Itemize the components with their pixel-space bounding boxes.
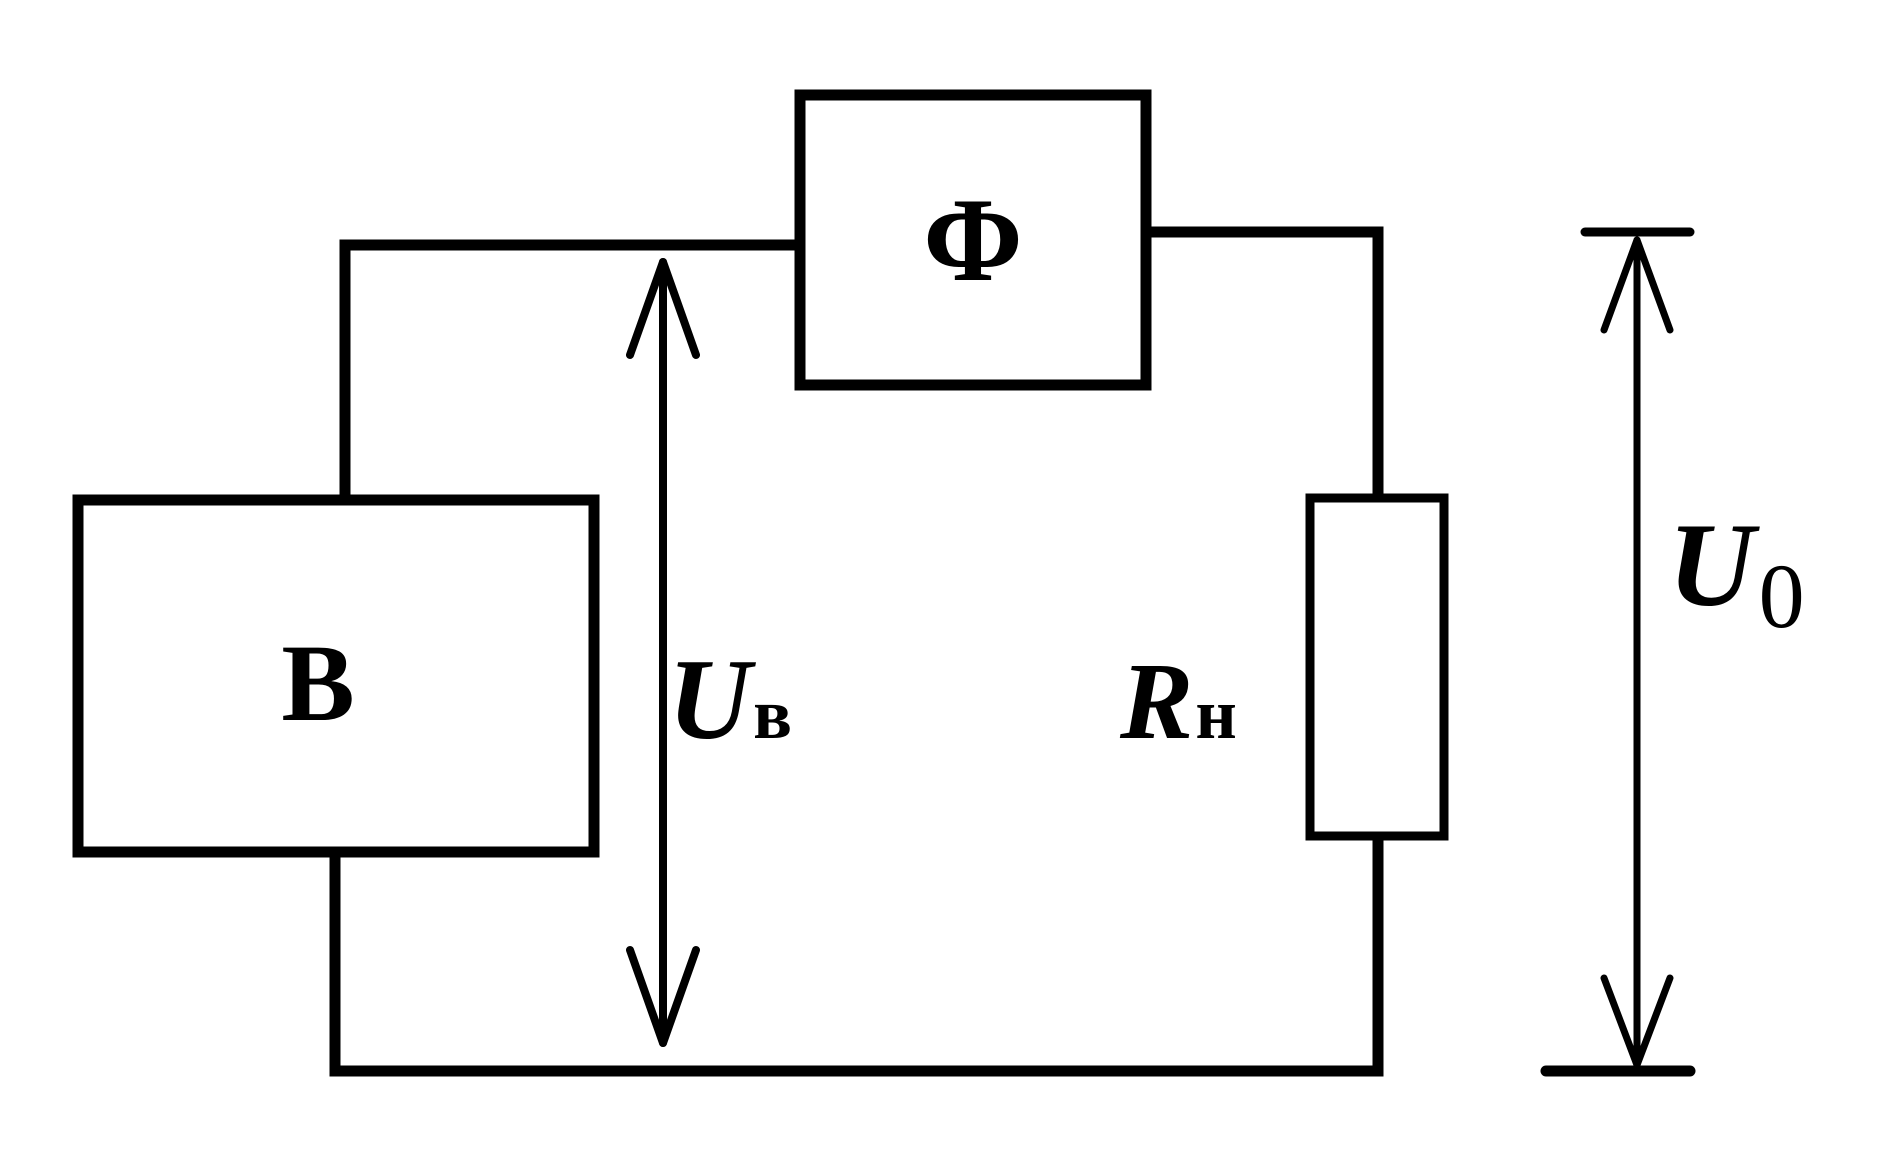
arrowhead-down-icon [1600, 974, 1674, 1069]
wire-top-left [339, 239, 806, 506]
filter-block: Φ [794, 89, 1152, 391]
wire-top-right [1140, 226, 1384, 504]
rectifier-voltage-symbol: U [668, 636, 756, 763]
rectifier-voltage-label: Uв [668, 636, 792, 763]
load-resistor-body [1305, 493, 1449, 841]
output-voltage-subscript: 0 [1759, 545, 1805, 647]
rectifier-voltage-arrow [626, 258, 700, 1047]
output-voltage-symbol: U [1668, 498, 1760, 631]
source-block: B [72, 494, 600, 858]
source-block-label: B [281, 622, 354, 744]
source-block-box [72, 494, 600, 858]
filter-block-label: Φ [923, 173, 1023, 306]
load-resistor-symbol: R [1119, 640, 1193, 762]
filter-block-box [794, 89, 1152, 391]
output-voltage-arrow [1540, 227, 1696, 1077]
load-resistor [1305, 493, 1449, 841]
load-resistor-label: Rн [1119, 640, 1237, 762]
arrowhead-up-icon [626, 258, 700, 359]
load-resistor-subscript: н [1195, 674, 1236, 754]
rectifier-voltage-subscript: в [753, 674, 792, 754]
wire-bottom [329, 846, 1384, 1077]
arrowhead-down-icon [626, 946, 700, 1047]
wires [329, 226, 1384, 1077]
output-voltage-label: U0 [1668, 498, 1805, 647]
arrowhead-up-icon [1600, 236, 1674, 334]
